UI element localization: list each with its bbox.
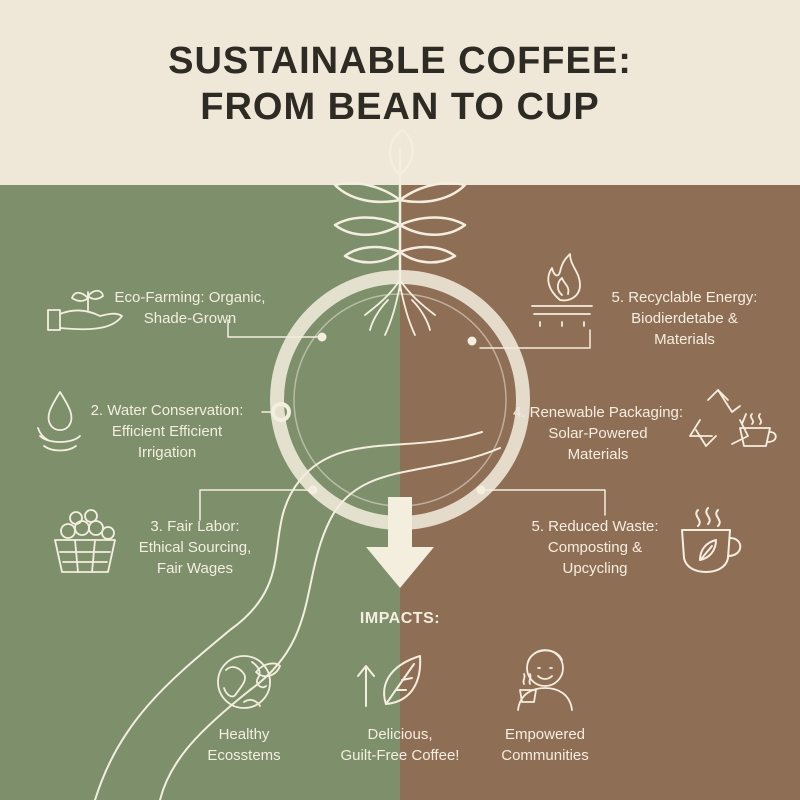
step-packaging-detail-1: Solar-Powered — [548, 425, 648, 442]
step-energy-title: 5. Recyclable Energy: — [611, 289, 758, 306]
step-water-title: 2. Water Conservation: — [90, 402, 244, 419]
step-eco-farming-detail: Shade-Grown — [143, 310, 237, 327]
down-arrow-icon — [366, 497, 434, 588]
impact-coffee-line-2: Guilt-Free Coffee! — [340, 747, 460, 764]
step-waste-label: 5. Reduced Waste: Composting & Upcycling — [515, 516, 675, 579]
connector-fair-labor — [199, 489, 314, 521]
impact-ecosystems-label: Healthy Ecosstems — [184, 724, 304, 766]
bean-basket-icon — [54, 509, 116, 573]
impact-coffee-label: Delicious, Guilt-Free Coffee! — [315, 724, 485, 766]
globe-leaf-icon — [217, 655, 281, 709]
connector-eco-farming — [227, 319, 323, 338]
ring-node-left-open — [271, 402, 291, 422]
impact-communities-line-1: Empowered — [504, 726, 586, 743]
impact-coffee-line-1: Delicious, — [367, 726, 433, 743]
impact-communities-line-2: Communities — [501, 747, 589, 764]
step-waste-detail-1: Composting & — [547, 539, 643, 556]
step-waste-title: 5. Reduced Waste: — [531, 518, 659, 535]
impacts-heading: IMPACTS: — [359, 610, 441, 627]
step-fair-labor-detail-1: Ethical Sourcing, — [138, 539, 252, 556]
impact-communities-label: Empowered Communities — [480, 724, 610, 766]
step-packaging-title: 4. Renewable Packaging: — [512, 404, 684, 421]
hand-sprout-icon — [47, 289, 123, 331]
recycle-cup-icon — [689, 389, 777, 447]
step-fair-labor-label: 3. Fair Labor: Ethical Sourcing, Fair Wa… — [120, 516, 270, 579]
title-line-2: FROM BEAN TO CUP — [200, 86, 600, 128]
impact-ecosystems-line-2: Ecosstems — [207, 747, 281, 764]
ring-node-top-left — [317, 332, 327, 342]
step-energy-detail-2: Materials — [654, 331, 715, 348]
step-energy-detail-1: Biodierdetabe & — [631, 310, 738, 327]
water-drop-icon — [37, 391, 81, 452]
plant-roots — [364, 279, 436, 336]
person-cup-icon — [517, 649, 573, 711]
coffee-plant-icon — [333, 128, 467, 292]
step-eco-farming-label: Eco-Farming: Organic, Shade-Grown — [100, 287, 280, 329]
connector-waste — [480, 489, 606, 516]
step-eco-farming-title: Eco-Farming: Organic, — [114, 289, 266, 306]
step-water-detail-1: Efficient Efficient — [111, 423, 223, 440]
river-path-2 — [159, 447, 501, 800]
ring-node-bottom-left — [308, 485, 318, 495]
step-packaging-detail-2: Materials — [567, 446, 629, 463]
steaming-cup-icon — [681, 507, 742, 573]
title-line-1: SUSTAINABLE COFFEE: — [168, 40, 632, 82]
ring-node-top-right — [467, 336, 477, 346]
step-water-label: 2. Water Conservation: Efficient Efficie… — [72, 400, 262, 463]
impact-ecosystems-line-1: Healthy — [218, 726, 270, 743]
ring-node-bottom-right — [476, 485, 486, 495]
step-water-detail-2: Irrigation — [137, 444, 197, 461]
leaf-arrow-icon — [357, 655, 422, 707]
connector-energy — [479, 329, 591, 349]
step-fair-labor-detail-2: Fair Wages — [156, 560, 234, 577]
step-energy-label: 5. Recyclable Energy: Biodierdetabe & Ma… — [592, 287, 777, 350]
step-waste-detail-2: Upcycling — [562, 560, 628, 577]
river-path-1 — [94, 431, 483, 800]
flame-burner-icon — [531, 253, 593, 327]
right-panel — [400, 185, 800, 800]
step-packaging-label: 4. Renewable Packaging: Solar-Powered Ma… — [498, 402, 698, 465]
step-fair-labor-title: 3. Fair Labor: — [150, 518, 240, 535]
cycle-ring-inner — [293, 293, 507, 507]
